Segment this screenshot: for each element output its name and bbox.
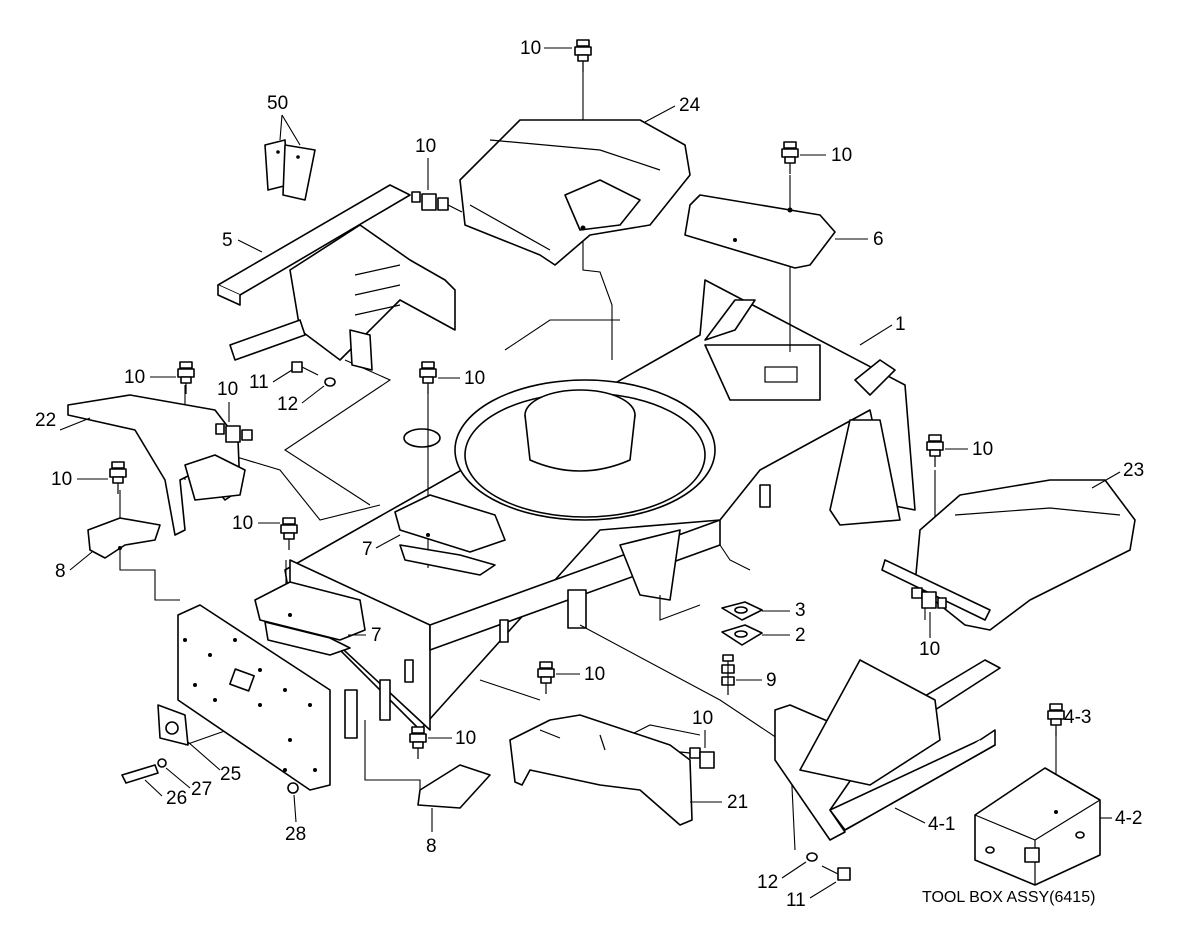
callout-10: 10 <box>520 38 541 59</box>
callout-10: 10 <box>831 145 852 166</box>
callout-10: 10 <box>232 513 253 534</box>
callout-10: 10 <box>464 368 485 389</box>
callout-4-2: 4-2 <box>1115 808 1142 829</box>
part-23-guard <box>881 479 1136 631</box>
callout-26: 26 <box>166 788 187 809</box>
part-4-1-frame <box>774 659 1001 841</box>
part-6-plate <box>684 194 836 269</box>
part-50-pads <box>264 139 316 201</box>
callout-3: 3 <box>795 600 806 621</box>
callout-10: 10 <box>692 708 713 729</box>
callout-25: 25 <box>220 764 241 785</box>
callout-1: 1 <box>895 314 906 335</box>
part-2-3-gaskets <box>721 601 763 646</box>
callout-4-1: 4-1 <box>928 814 955 835</box>
callout-21: 21 <box>727 792 748 813</box>
toolbox-assy-caption: TOOL BOX ASSY(6415) <box>922 889 1095 906</box>
part-21-undercover <box>509 714 693 826</box>
callout-10: 10 <box>455 728 476 749</box>
callout-10: 10 <box>415 136 436 157</box>
callout-9: 9 <box>766 670 777 691</box>
part-5-bracket <box>217 184 456 371</box>
callout-8: 8 <box>55 561 66 582</box>
callout-10: 10 <box>217 379 238 400</box>
part-22-guard <box>67 394 246 536</box>
callout-11: 11 <box>249 372 269 393</box>
callout-11: 11 <box>786 890 806 911</box>
callout-7: 7 <box>362 539 373 560</box>
part-24-cover <box>459 119 691 266</box>
callout-10: 10 <box>124 367 145 388</box>
callout-10: 10 <box>584 664 605 685</box>
bolts <box>109 39 1065 881</box>
part-8-bracket-left <box>87 517 161 559</box>
callout-7: 7 <box>371 625 382 646</box>
callout-2: 2 <box>795 625 806 646</box>
callout-6: 6 <box>873 229 884 250</box>
callout-10: 10 <box>51 469 72 490</box>
callout-10: 10 <box>972 439 993 460</box>
callout-labels: 10 24 50 10 10 6 5 1 10 10 11 10 12 22 1… <box>35 38 1144 911</box>
callout-24: 24 <box>679 95 701 116</box>
callout-5: 5 <box>222 230 233 251</box>
part-4-2-toolbox <box>974 767 1101 886</box>
swing-ring <box>403 379 716 521</box>
callout-10: 10 <box>919 639 940 660</box>
part-7-cover-upper <box>394 494 506 576</box>
callout-12: 12 <box>757 872 778 893</box>
rear-plate <box>121 604 331 794</box>
callout-27: 27 <box>191 779 212 800</box>
callout-22: 22 <box>35 410 56 431</box>
callout-12: 12 <box>277 394 298 415</box>
callout-50: 50 <box>267 93 288 114</box>
part-7-cover-lower <box>254 581 366 656</box>
callout-4-3: 4-3 <box>1064 707 1091 728</box>
callout-28: 28 <box>285 824 306 845</box>
callout-23: 23 <box>1123 460 1144 481</box>
callout-8: 8 <box>426 836 437 857</box>
part-8-bracket-bottom <box>417 764 491 809</box>
